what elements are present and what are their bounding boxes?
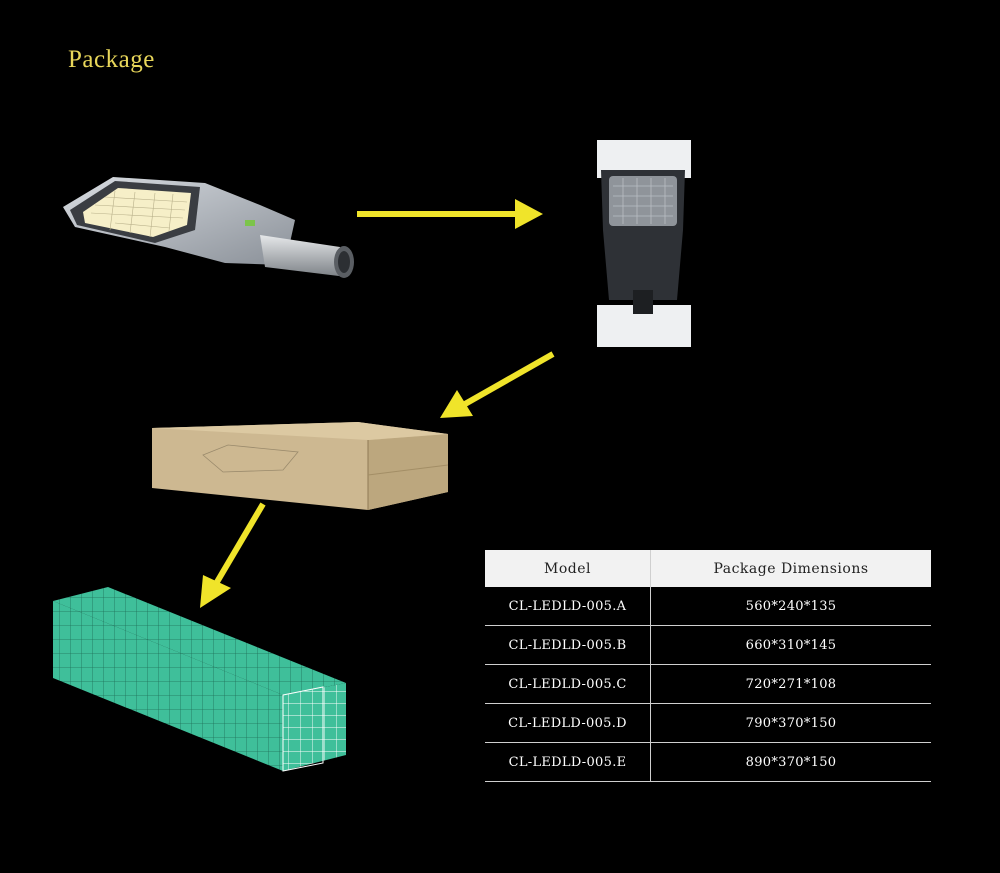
model-cell: CL-LEDLD-005.B	[485, 625, 651, 665]
carton-box-image	[152, 422, 449, 510]
table-row: CL-LEDLD-005.E 890*370*150	[485, 742, 931, 782]
model-cell: CL-LEDLD-005.E	[485, 742, 651, 782]
dimensions-cell: 560*240*135	[650, 587, 931, 626]
container-loading-image	[53, 587, 346, 772]
dimensions-cell: 720*271*108	[650, 664, 931, 704]
table-row: CL-LEDLD-005.C 720*271*108	[485, 664, 931, 704]
model-cell: CL-LEDLD-005.A	[485, 587, 651, 626]
dimensions-cell: 660*310*145	[650, 625, 931, 665]
table-row: CL-LEDLD-005.D 790*370*150	[485, 703, 931, 743]
dimensions-cell: 790*370*150	[650, 703, 931, 743]
street-light-image	[63, 177, 354, 278]
foam-packed-lamp-image	[597, 140, 691, 347]
model-cell: CL-LEDLD-005.D	[485, 703, 651, 743]
arrow-down-left-icon-2	[200, 502, 266, 608]
column-header-package-dimensions: Package Dimensions	[650, 550, 931, 587]
page-title: Package	[68, 46, 155, 73]
table-header-row: Model Package Dimensions	[485, 550, 931, 587]
column-header-model: Model	[485, 550, 651, 587]
model-cell: CL-LEDLD-005.C	[485, 664, 651, 704]
table-row: CL-LEDLD-005.A 560*240*135	[485, 587, 931, 626]
dimensions-cell: 890*370*150	[650, 742, 931, 782]
table-row: CL-LEDLD-005.B 660*310*145	[485, 625, 931, 665]
package-dimensions-table: Model Package Dimensions CL-LEDLD-005.A …	[485, 550, 931, 782]
arrow-down-left-icon	[440, 351, 555, 418]
arrow-right-icon	[357, 199, 543, 229]
